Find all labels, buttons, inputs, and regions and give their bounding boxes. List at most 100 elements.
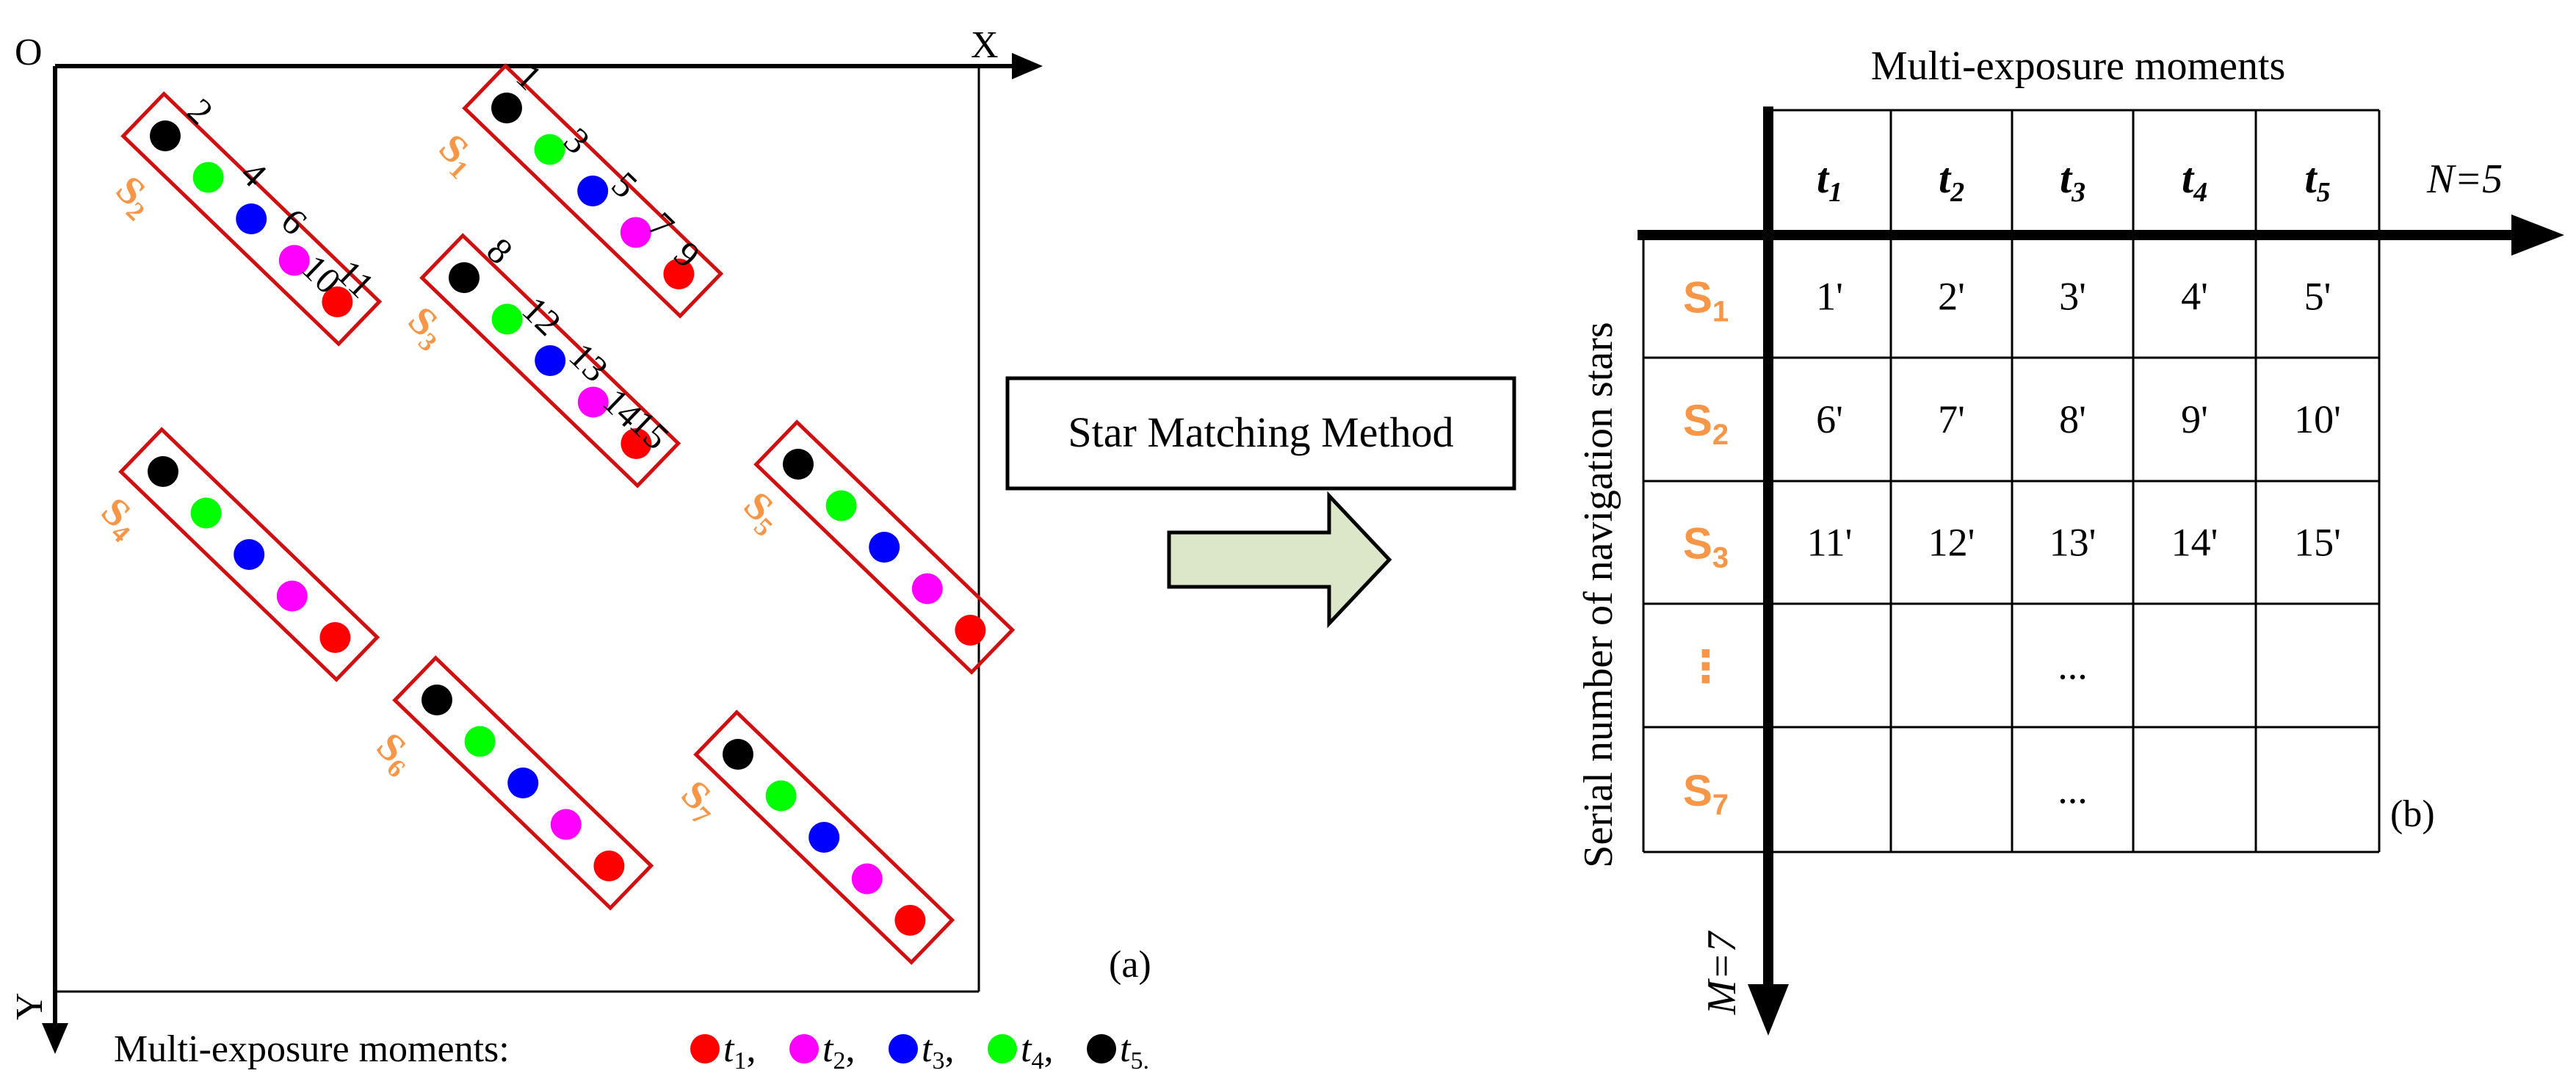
method-label: Star Matching Method	[1068, 408, 1453, 456]
legend-label-5: t5.	[1120, 1028, 1149, 1075]
table-cell: 13'	[2049, 521, 2096, 565]
star-dot	[808, 822, 840, 853]
table-cell: 6'	[1816, 397, 1843, 441]
method-block: Star Matching Method	[1005, 376, 1516, 629]
group-label: S4	[90, 488, 149, 548]
legend-dot	[889, 1034, 918, 1064]
star-dot	[765, 780, 797, 812]
table-cell: ...	[2058, 643, 2088, 687]
star-dot	[955, 615, 986, 646]
point-number-5: 5	[604, 164, 645, 206]
exposure-legend: Multi-exposure moments: t1,t2,t3,t4,t5.	[114, 1028, 1149, 1075]
legend-label-4: t4,	[1021, 1028, 1053, 1075]
legend-dot	[789, 1034, 819, 1064]
group-box	[419, 233, 681, 488]
table-cell: 14'	[2171, 521, 2218, 565]
star-dot	[851, 863, 883, 895]
row-header-4: ⋮	[1684, 642, 1728, 691]
row-header-1: S1	[1683, 273, 1729, 328]
group-box	[462, 63, 724, 319]
table-cell: 1'	[1816, 275, 1843, 319]
table-cell: 5'	[2304, 275, 2331, 319]
group-box	[392, 655, 654, 911]
star-dot	[236, 203, 267, 234]
table-cell: 7'	[1938, 397, 1965, 441]
column-header-1: t1	[1817, 154, 1842, 208]
star-dot	[507, 768, 539, 798]
point-number-12: 12	[514, 289, 569, 344]
table-cell: 9'	[2181, 397, 2208, 441]
origin-label: O	[15, 32, 43, 73]
legend-label-2: t2,	[822, 1028, 855, 1075]
row-header-3: S3	[1683, 519, 1729, 574]
star-dot	[894, 905, 926, 936]
legend-dot	[988, 1034, 1017, 1064]
star-dot	[723, 739, 753, 770]
point-number-2: 2	[179, 90, 221, 133]
star-dot	[535, 345, 566, 376]
y-axis-arrowhead	[42, 1023, 68, 1054]
star-group-2: S2	[105, 91, 383, 347]
table-cell: 3'	[2059, 275, 2086, 319]
star-dot	[150, 120, 181, 151]
group-box	[693, 709, 955, 965]
group-label: S3	[397, 297, 456, 357]
column-header-2: t2	[1939, 154, 1964, 208]
star-group-6: S6	[366, 655, 654, 911]
star-group-4: S4	[90, 427, 380, 682]
point-number-4: 4	[233, 153, 275, 195]
star-dot	[620, 217, 651, 248]
point-number-8: 8	[479, 230, 521, 272]
star-dot	[322, 286, 353, 317]
group-box	[753, 419, 1016, 675]
column-header-3: t3	[2060, 154, 2085, 208]
m-count-label: M=7	[1699, 931, 1745, 1015]
star-dot	[491, 93, 522, 123]
x-axis-arrowhead	[1012, 53, 1043, 79]
table-cell: 8'	[2059, 397, 2086, 441]
group-label: S1	[428, 125, 487, 184]
star-dot	[911, 573, 943, 604]
table-cell: 12'	[1928, 521, 1975, 565]
star-dot	[192, 162, 224, 193]
table-cell: 10'	[2294, 397, 2341, 441]
star-dot	[319, 622, 351, 653]
legend-dot	[1087, 1034, 1116, 1064]
column-header-4: t4	[2182, 154, 2207, 208]
table-cell: 2'	[1938, 275, 1965, 319]
star-dot	[148, 456, 178, 487]
panel-b-ylabel: Serial number of navigation stars	[1576, 322, 1621, 867]
star-dot	[491, 303, 523, 335]
star-group-7: S7	[670, 709, 955, 965]
legend-dot	[690, 1034, 720, 1064]
star-dot	[449, 262, 480, 293]
star-dot	[190, 497, 222, 529]
star-dot	[276, 580, 308, 612]
legend-prefix: Multi-exposure moments:	[114, 1028, 510, 1070]
table-cell: 11'	[1807, 521, 1853, 565]
method-box	[1005, 376, 1516, 491]
group-label: S6	[366, 723, 424, 783]
star-dot	[663, 259, 695, 289]
x-axis-label: X	[971, 24, 999, 66]
row-header-2: S2	[1683, 396, 1729, 451]
star-dot	[464, 726, 496, 757]
star-dot	[783, 449, 814, 480]
point-number-13: 13	[561, 335, 616, 390]
star-dot	[234, 539, 265, 570]
star-dot	[577, 176, 609, 206]
panel-b-tag: (b)	[2390, 793, 2435, 835]
group-box	[118, 427, 380, 682]
star-dot	[550, 809, 582, 840]
table-cell: ...	[2058, 768, 2088, 812]
star-dot	[577, 386, 609, 418]
n-axis-arrowhead	[2511, 214, 2564, 256]
row-header-5: S7	[1683, 766, 1729, 821]
table-cell: 15'	[2294, 521, 2341, 565]
table-cell: 4'	[2181, 275, 2208, 319]
star-dot	[869, 532, 900, 563]
panel-b-title: Multi-exposure moments	[1871, 43, 2286, 89]
star-dot	[621, 428, 652, 459]
